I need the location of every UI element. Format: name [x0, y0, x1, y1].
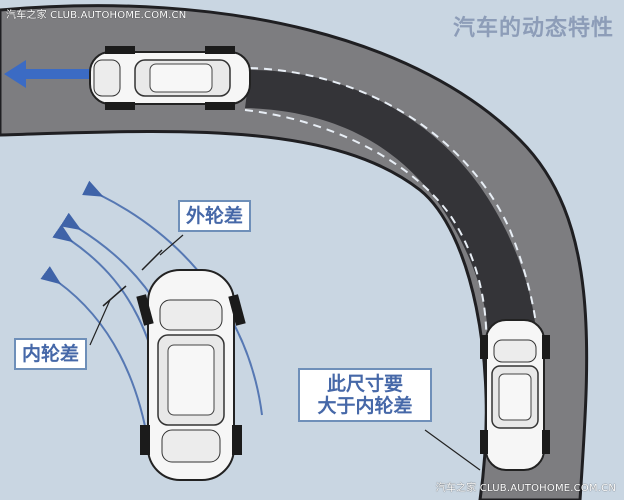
car-top-horizontal	[89, 46, 251, 110]
inner-diff-measure-arrow	[102, 285, 127, 307]
diagram-title: 汽车的动态特性	[452, 16, 614, 41]
inner-dashed-line	[244, 109, 488, 351]
watermark-top: 汽车之家 CLUB.AUTOHOME.COM.CN	[6, 10, 187, 21]
watermark-bottom: 汽车之家 CLUB.AUTOHOME.COM.CN	[435, 483, 616, 494]
note-callout-line	[424, 429, 481, 471]
outer-diff-callout-line	[159, 234, 184, 256]
note-line-2: 大于内轮差	[317, 395, 413, 417]
outer-dashed-line	[249, 67, 540, 361]
inner-diff-callout-line	[89, 299, 111, 346]
inner-wheel-diff-label: 内轮差	[14, 338, 88, 370]
car-right-vertical	[480, 319, 550, 471]
car-left-vertical	[136, 269, 246, 481]
note-label: 此尺寸要 大于内轮差	[298, 368, 432, 422]
note-line-1: 此尺寸要	[326, 373, 403, 395]
direction-arrow-icon	[4, 60, 90, 88]
outer-wheel-diff-label: 外轮差	[178, 200, 252, 232]
outer-diff-measure-arrow	[141, 249, 163, 271]
